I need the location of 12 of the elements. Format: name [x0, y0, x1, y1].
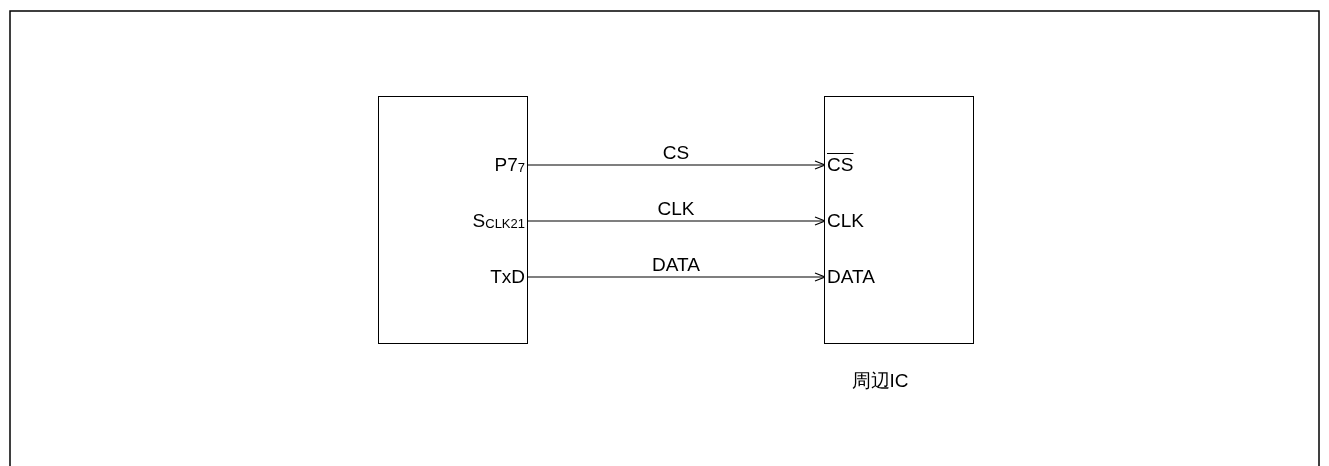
pin-label: CLK — [825, 209, 864, 233]
chip-box — [378, 96, 528, 344]
pin-label: CS — [825, 153, 854, 177]
signal-arrow — [526, 160, 826, 170]
pin-label: DATA — [825, 265, 875, 289]
signal-arrow — [526, 272, 826, 282]
pin-label: P7$_{7}$ — [494, 153, 527, 177]
chip-name: 周辺IC — [851, 369, 909, 393]
signal-arrow — [526, 216, 826, 226]
chip-box — [824, 96, 974, 344]
pin-label: TxD — [490, 265, 527, 289]
pin-label: S$_{CLK21}$ — [472, 209, 527, 233]
